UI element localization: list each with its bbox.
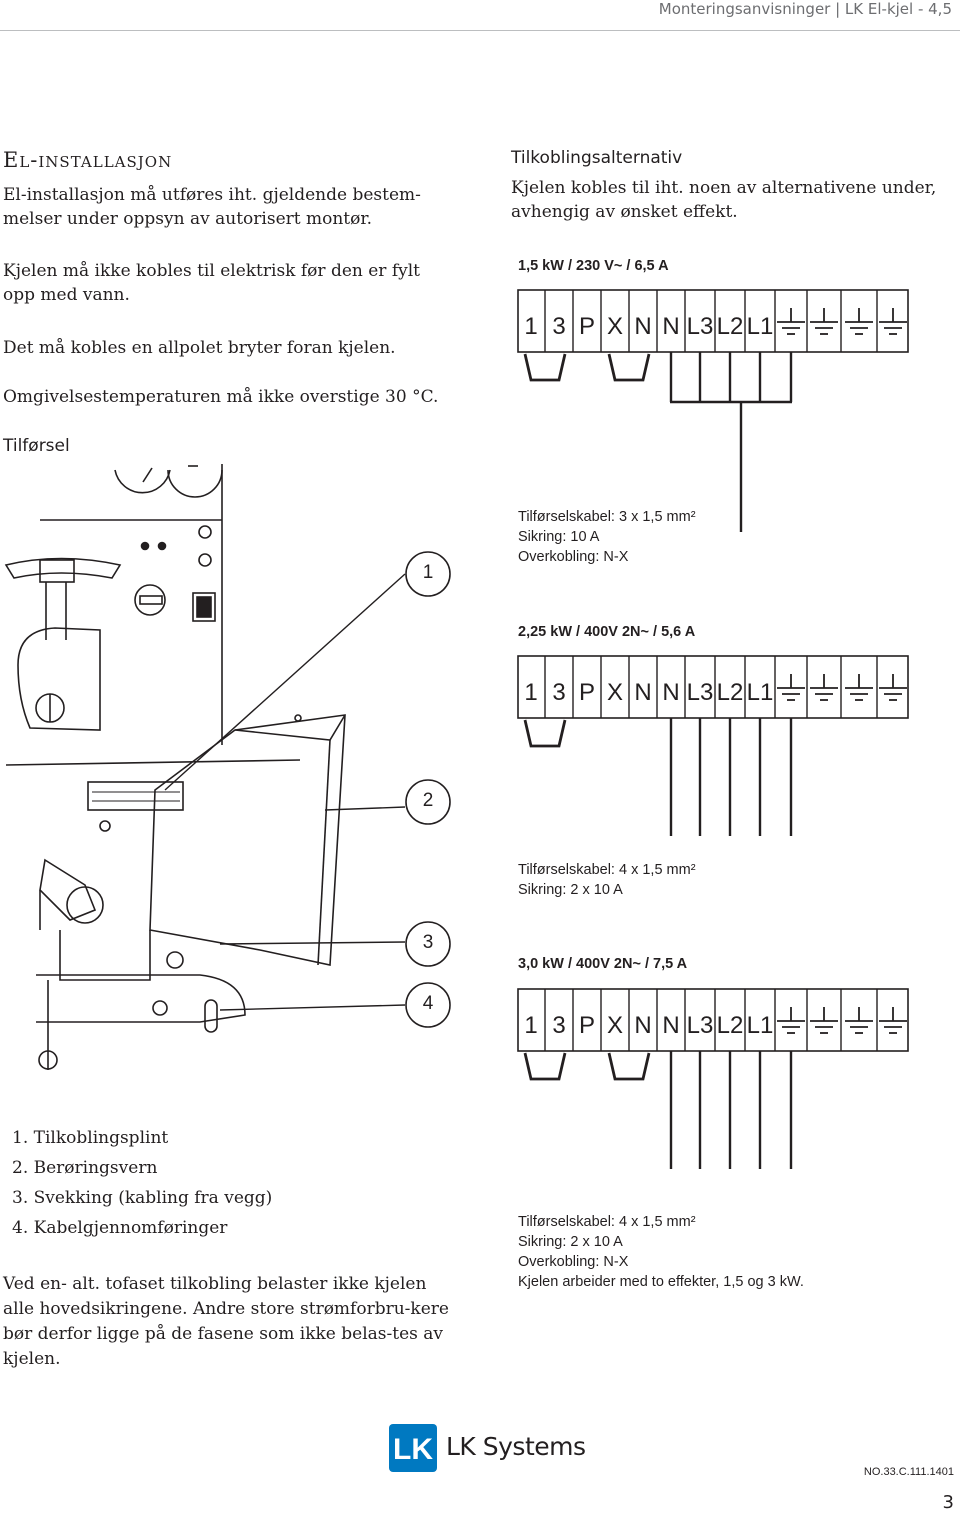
paragraph-ambient-temp: Omgivelsestemperaturen må ikke overstige… xyxy=(3,387,439,407)
terminal-label: L3 xyxy=(687,1012,714,1039)
running-header: Monteringsanvisninger | LK El-kjel - 4,5 xyxy=(658,0,952,18)
earth-icon xyxy=(845,674,873,701)
terminal-label: L3 xyxy=(687,313,714,340)
earth-icon xyxy=(879,1007,907,1034)
jumper-link xyxy=(523,719,567,748)
options-heading: Tilkoblingsalternativ xyxy=(511,148,683,168)
terminal-label: P xyxy=(579,313,595,340)
option-1-title: 1,5 kW / 230 V~ / 6,5 A xyxy=(518,258,669,274)
option-1-cable: Tilførselskabel: 3 x 1,5 mm² xyxy=(518,509,696,525)
terminal-strip-frame xyxy=(517,655,909,719)
callout-3: 3 xyxy=(422,932,434,953)
terminal-label: L2 xyxy=(717,1012,744,1039)
terminal-label: 1 xyxy=(524,313,537,340)
option-3-notes: Tilførselskabel: 4 x 1,5 mm² Sikring: 2 … xyxy=(518,1212,804,1292)
paragraph-allpole-switch: Det må kobles en allpolet bryter foran k… xyxy=(3,338,396,358)
option-3-title: 3,0 kW / 400V 2N~ / 7,5 A xyxy=(518,956,688,972)
callout-2: 2 xyxy=(422,790,434,811)
document-number: NO.33.C.111.1401 xyxy=(863,1466,954,1478)
boiler-drawing xyxy=(4,464,451,1070)
terminal-label: X xyxy=(607,679,623,706)
legend-item: 1. Tilkoblingsplint xyxy=(12,1128,169,1148)
option-2-title: 2,25 kW / 400V 2N~ / 5,6 A xyxy=(518,624,696,640)
terminal-label: L2 xyxy=(717,679,744,706)
legend-item: 4. Kabelgjennomføringer xyxy=(12,1218,228,1238)
terminal-label: 1 xyxy=(524,679,537,706)
earth-icon xyxy=(810,674,838,701)
terminal-label: 3 xyxy=(552,1012,565,1039)
legend-item: 3. Svekking (kabling fra vegg) xyxy=(12,1188,273,1208)
legend-item: 2. Berøringsvern xyxy=(12,1158,158,1178)
legend-list: 1. Tilkoblingsplint 2. Berøringsvern 3. … xyxy=(12,1123,272,1243)
terminal-label: L1 xyxy=(747,1012,774,1039)
earth-icon xyxy=(810,308,838,335)
header-rule xyxy=(0,30,960,31)
earth-icon xyxy=(879,308,907,335)
option-1-jumper: Overkobling: N-X xyxy=(518,549,629,565)
option-1-notes: Tilførselskabel: 3 x 1,5 mm² Sikring: 10… xyxy=(518,507,696,567)
terminal-label: N xyxy=(634,313,651,340)
paragraph-installation: El-installasjon må utføres iht. gjeldend… xyxy=(3,185,421,229)
terminal-label: X xyxy=(607,313,623,340)
terminal-label: N xyxy=(662,679,679,706)
jumper-link xyxy=(523,1052,567,1081)
options-intro: Kjelen kobles til iht. noen av alternati… xyxy=(511,178,937,222)
page-number: 3 xyxy=(942,1492,954,1513)
earth-icon xyxy=(845,308,873,335)
earth-icon xyxy=(777,674,805,701)
earth-icon xyxy=(777,1007,805,1034)
option-2-cable: Tilførselskabel: 4 x 1,5 mm² xyxy=(518,862,696,878)
callout-4: 4 xyxy=(422,993,434,1014)
option-2-fuse: Sikring: 2 x 10 A xyxy=(518,882,623,898)
jumper-link xyxy=(523,353,567,382)
brand-name: LK Systems xyxy=(446,1432,586,1461)
note-paragraph: Ved en- alt. tofaset tilkobling belaster… xyxy=(3,1274,449,1369)
terminal-label: L3 xyxy=(687,679,714,706)
option-2-notes: Tilførselskabel: 4 x 1,5 mm² Sikring: 2 … xyxy=(518,860,696,900)
callout-1: 1 xyxy=(422,562,434,583)
terminal-label: 3 xyxy=(552,679,565,706)
terminal-label: N xyxy=(662,1012,679,1039)
earth-icon xyxy=(777,308,805,335)
supply-heading: Tilførsel xyxy=(3,436,70,456)
earth-icon xyxy=(845,1007,873,1034)
jumper-link xyxy=(607,1052,651,1081)
terminal-strip-frame xyxy=(517,988,909,1052)
lk-logo-letters: LK xyxy=(393,1433,433,1466)
lk-logo-icon: LK xyxy=(389,1424,437,1472)
option-3-cable: Tilførselskabel: 4 x 1,5 mm² xyxy=(518,1214,696,1230)
terminal-label: N xyxy=(634,679,651,706)
section-title: El-installasjon xyxy=(3,148,173,172)
option-3-jumper: Overkobling: N-X xyxy=(518,1254,629,1270)
terminal-label: P xyxy=(579,679,595,706)
terminal-label: L1 xyxy=(747,313,774,340)
terminal-label: P xyxy=(579,1012,595,1039)
option-3-effects: Kjelen arbeider med to effekter, 1,5 og … xyxy=(518,1274,804,1290)
earth-icon xyxy=(879,674,907,701)
terminal-label: N xyxy=(662,313,679,340)
terminal-label: L2 xyxy=(717,313,744,340)
terminal-label: N xyxy=(634,1012,651,1039)
option-3-fuse: Sikring: 2 x 10 A xyxy=(518,1234,623,1250)
terminal-label: L1 xyxy=(747,679,774,706)
terminal-label: X xyxy=(607,1012,623,1039)
earth-icon xyxy=(810,1007,838,1034)
paragraph-fill-water: Kjelen må ikke kobles til elektrisk før … xyxy=(3,261,420,305)
option-1-fuse: Sikring: 10 A xyxy=(518,529,600,545)
terminal-strip-frame xyxy=(517,289,909,353)
terminal-label: 1 xyxy=(524,1012,537,1039)
jumper-link xyxy=(607,353,651,382)
terminal-label: 3 xyxy=(552,313,565,340)
